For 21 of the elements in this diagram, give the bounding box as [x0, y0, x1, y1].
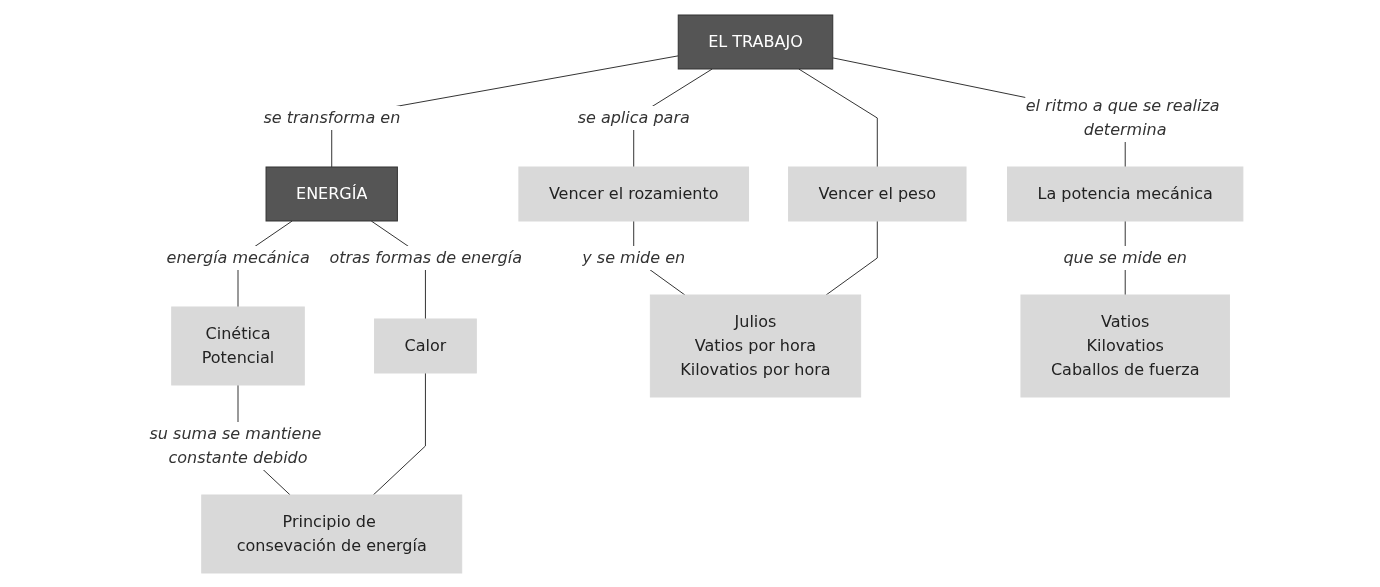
node-box: Principio de consevación de energía [200, 494, 462, 573]
edge-label: su suma se mantiene constante debido [149, 423, 321, 467]
node-box: Vencer el peso [787, 166, 967, 221]
edge-label: que se mide en [1062, 247, 1187, 267]
connector [797, 68, 878, 167]
node-box: ENERGÍA [265, 166, 398, 221]
node-box: Cinética Potencial [170, 306, 305, 385]
node-box: Calor [373, 318, 477, 373]
edge-label: y se mide en [581, 247, 685, 267]
edge-label: se aplica para [577, 107, 690, 127]
edge-label: energía mecánica [166, 247, 310, 267]
node-box: Vatios Kilovatios Caballos de fuerza [1020, 294, 1230, 397]
edge-label: el ritmo a que se realiza determina [1025, 95, 1220, 139]
edge-label: otras formas de energía [328, 247, 522, 267]
connector [372, 372, 426, 495]
node-box: Vencer el rozamiento [517, 166, 749, 221]
connector [825, 220, 878, 295]
node-box: La potencia mecánica [1006, 166, 1243, 221]
node-box: EL TRABAJO [677, 14, 833, 69]
edge-label: se transforma en [262, 107, 400, 127]
node-box: Julios Vatios por hora Kilovatios por hora [649, 294, 861, 397]
